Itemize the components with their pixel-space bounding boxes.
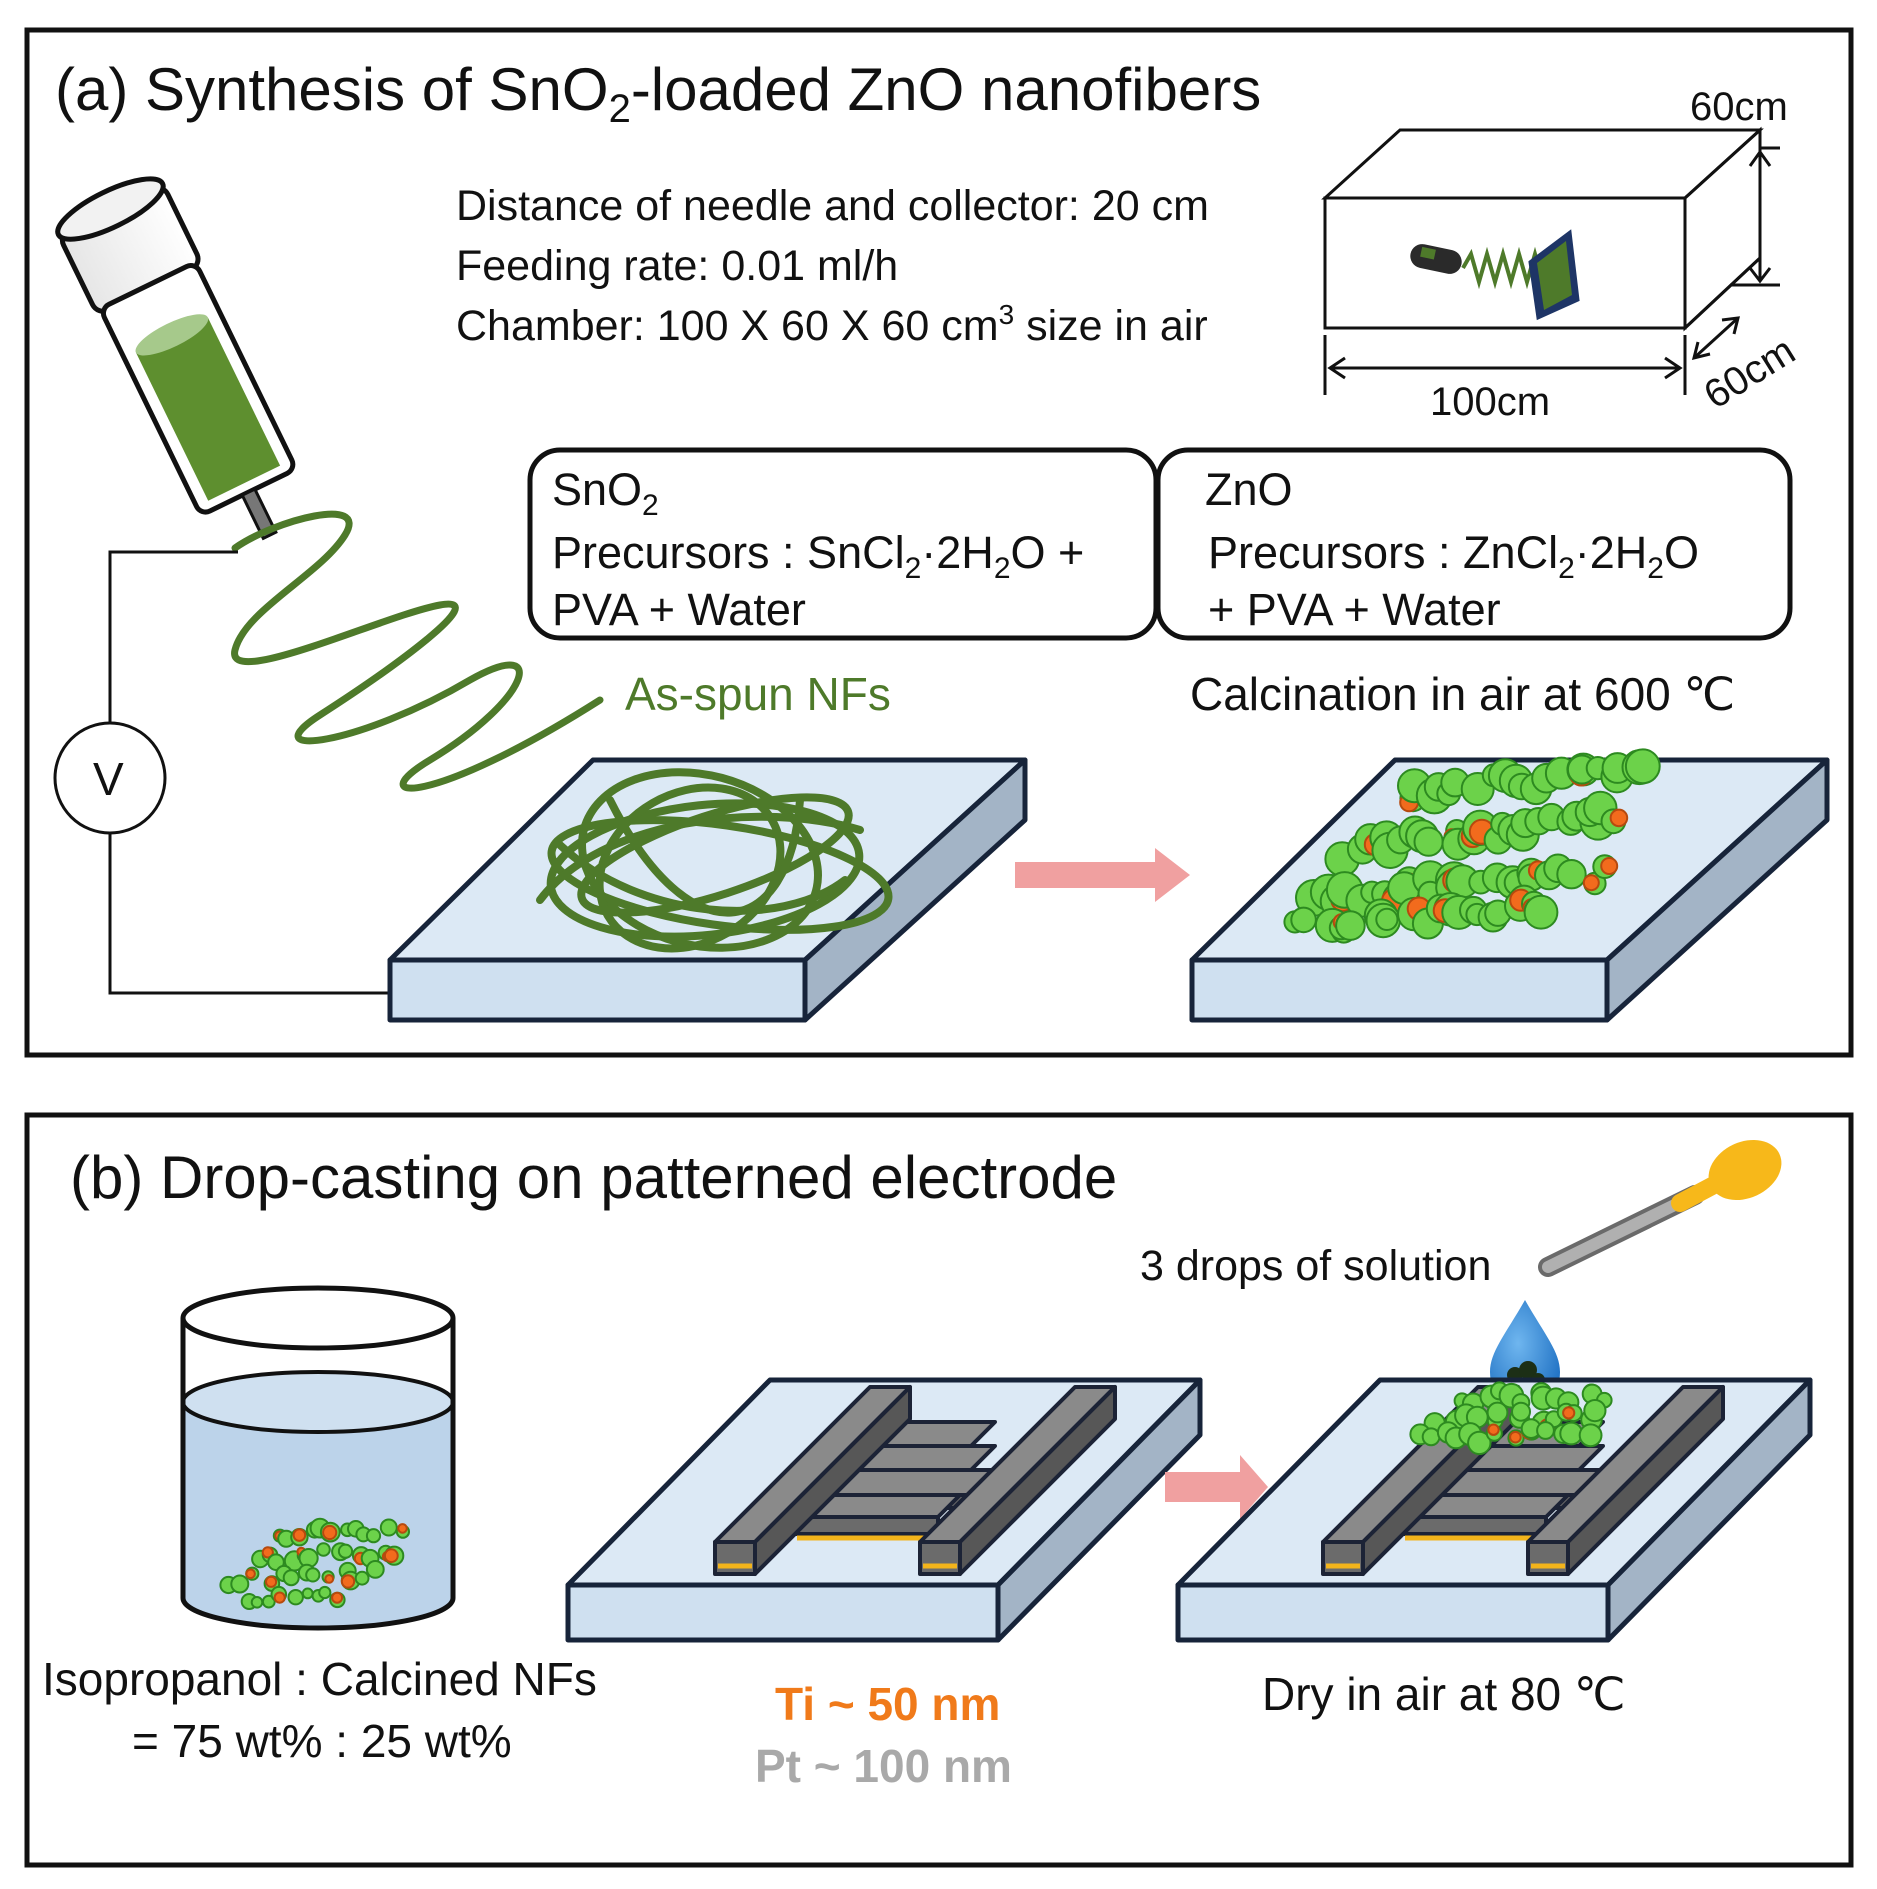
dim-length-arrow: [1323, 335, 1687, 395]
calcination-label: Calcination in air at 600 ℃: [1190, 668, 1735, 720]
zno-box-title: ZnO: [1205, 464, 1293, 515]
dim-length-label: 100cm: [1430, 380, 1550, 424]
zno-box-solvent: + PVA + Water: [1208, 584, 1501, 635]
dry-label: Dry in air at 80 ℃: [1262, 1668, 1626, 1720]
voltage-source: [53, 721, 167, 835]
calcined-nanofiber-clusters: [1283, 748, 1661, 944]
patterned-electrode-1: [713, 1385, 1117, 1576]
panel-a-title: (a) Synthesis of SnO2-loaded ZnO nanofib…: [55, 56, 1261, 131]
dim-height-arrow: [1730, 146, 1780, 287]
beaker-nanofibers: [219, 1517, 410, 1610]
param-distance: Distance of needle and collector: 20 cm: [456, 182, 1209, 230]
pt-thickness-label: Pt ~ 100 nm: [755, 1740, 1012, 1792]
syringe: [55, 176, 296, 541]
circuit-wire: [108, 550, 238, 728]
dim-depth-arrow: [1691, 316, 1740, 361]
fiber-jet: [231, 510, 604, 792]
mini-electrospinner: [1410, 229, 1580, 321]
process-arrow-2: [1165, 1455, 1268, 1519]
deposited-nanofibers: [1409, 1381, 1613, 1456]
panel-b-title: (b) Drop-casting on patterned electrode: [70, 1144, 1117, 1211]
ratio-line-2: = 75 wt% : 25 wt%: [132, 1715, 512, 1767]
voltage-label: V: [93, 753, 124, 805]
param-feeding-rate: Feeding rate: 0.01 ml/h: [456, 242, 898, 290]
ratio-line-1: Isopropanol : Calcined NFs: [42, 1653, 597, 1705]
substrate-calcined: [1189, 757, 1830, 1023]
process-arrow-1: [1015, 848, 1190, 902]
drops-label: 3 drops of solution: [1140, 1242, 1491, 1290]
zno-precursor-box: [1155, 447, 1793, 641]
sno2-box-solvent: PVA + Water: [552, 584, 806, 635]
sno2-box-title: SnO2: [552, 464, 659, 522]
as-spun-label: As-spun NFs: [625, 668, 891, 720]
ti-thickness-label: Ti ~ 50 nm: [775, 1678, 1000, 1730]
circuit-wire-bottom: [108, 828, 395, 995]
substrate-as-spun: [387, 757, 1028, 1023]
param-chamber: Chamber: 100 X 60 X 60 cm3 size in air: [456, 299, 1208, 350]
sno2-box-precursors: Precursors : SnCl2·2H2O +: [552, 527, 1084, 585]
as-spun-fiber-mat: [536, 768, 893, 953]
zno-box-precursors: Precursors : ZnCl2·2H2O: [1208, 527, 1699, 585]
dim-height-label: 60cm: [1690, 85, 1788, 129]
dropper: [1538, 1139, 1782, 1277]
